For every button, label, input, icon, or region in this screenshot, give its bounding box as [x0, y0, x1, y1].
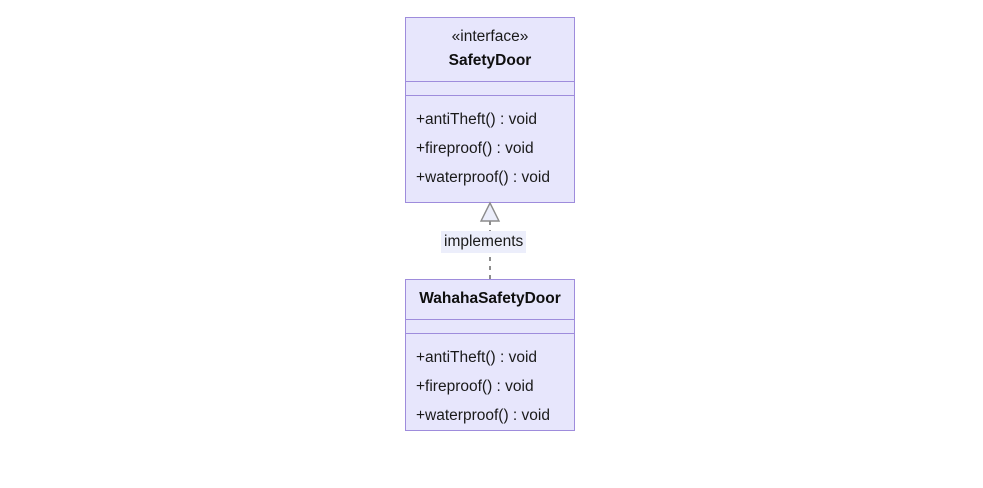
class-methods-compartment-safety-door: +antiTheft() : void +fireproof() : void … [406, 96, 574, 202]
class-name-wahaha-safety-door: WahahaSafetyDoor [419, 290, 561, 307]
class-header-wahaha-safety-door: WahahaSafetyDoor [406, 280, 574, 320]
class-node-safety-door[interactable]: «interface» SafetyDoor +antiTheft() : vo… [405, 17, 575, 203]
method-item: +waterproof() : void [416, 407, 550, 424]
class-stereotype: «interface» [451, 28, 529, 45]
class-attributes-compartment-wahaha-safety-door [406, 320, 574, 334]
class-attributes-compartment-safety-door [406, 82, 574, 96]
method-item: +waterproof() : void [416, 169, 550, 186]
method-item: +antiTheft() : void [416, 111, 538, 128]
hollow-triangle-arrow-icon [479, 201, 501, 222]
edge-label-implements: implements [441, 231, 527, 253]
class-node-wahaha-safety-door[interactable]: WahahaSafetyDoor +antiTheft() : void +fi… [405, 279, 575, 431]
class-methods-compartment-wahaha-safety-door: +antiTheft() : void +fireproof() : void … [406, 334, 574, 439]
class-header-safety-door: «interface» SafetyDoor [406, 18, 574, 82]
method-item: +antiTheft() : void [416, 349, 538, 366]
class-name-safety-door: SafetyDoor [448, 52, 532, 69]
method-item: +fireproof() : void [416, 140, 534, 157]
method-item: +fireproof() : void [416, 378, 534, 395]
